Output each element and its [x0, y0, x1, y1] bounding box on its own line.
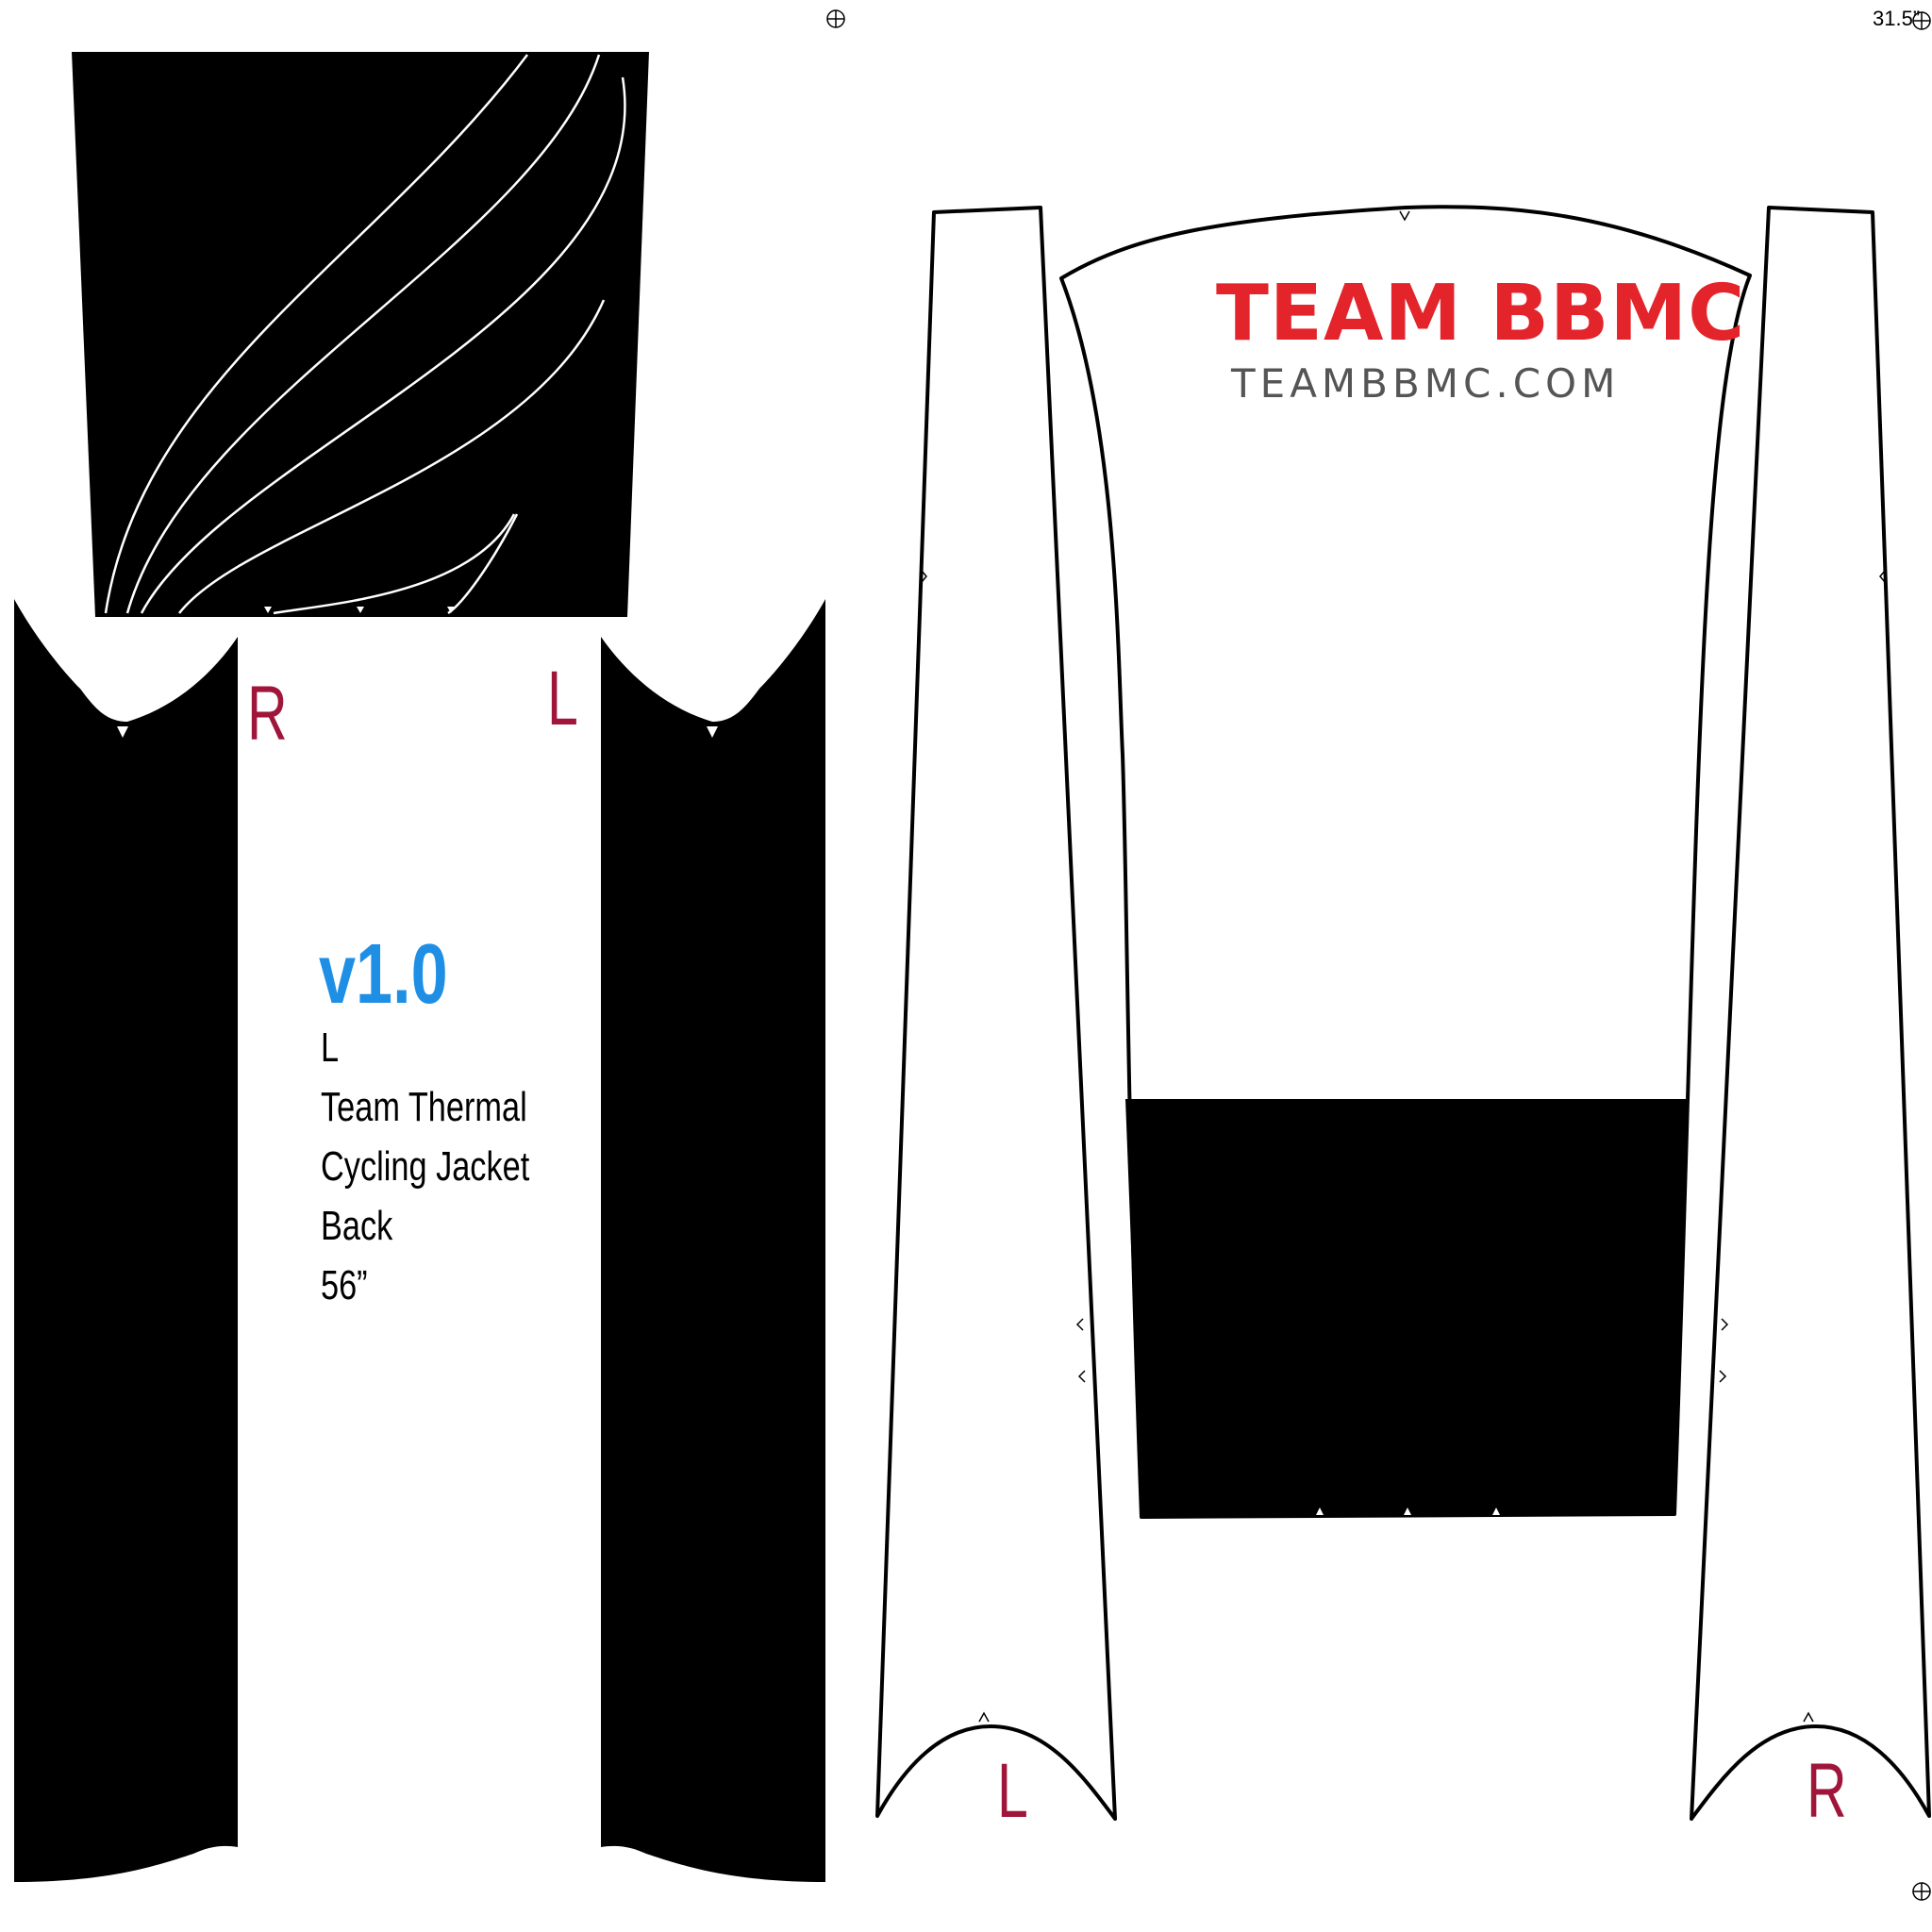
sleeve-left [875, 206, 1117, 1821]
back-panel-right [601, 599, 825, 1882]
back-panel-right-label: L [547, 656, 578, 741]
size-label: L [321, 1024, 340, 1071]
sleeve-right-label: R [1807, 1748, 1847, 1834]
product-line-1: Team Thermal [321, 1084, 527, 1130]
swoosh-lines [104, 54, 626, 615]
registration-mark-top-center [826, 9, 845, 28]
sleeve-right [1690, 206, 1931, 1821]
registration-marks [826, 9, 1931, 1901]
registration-mark-bottom-right [1912, 1882, 1931, 1901]
registration-mark-top-right [1912, 11, 1931, 30]
back-panel-left-label: R [247, 671, 288, 757]
version-label: v1.0 [319, 927, 448, 1022]
product-line-2: Cycling Jacket [321, 1143, 530, 1190]
length-label: 56” [321, 1262, 368, 1308]
team-url: TEAMBBMC.COM [1231, 360, 1621, 407]
team-name: TEAM BBMC [1216, 269, 1746, 358]
back-panel-left [14, 599, 238, 1882]
sleeve-left-label: L [997, 1748, 1028, 1834]
sheet-width-marker: 31.5” [1873, 7, 1921, 30]
collar-panel [72, 52, 649, 617]
pattern-info: L Team Thermal Cycling Jacket Back 56” [321, 1018, 529, 1315]
part-label: Back [321, 1203, 393, 1249]
main-back-panel [1059, 205, 1752, 1519]
